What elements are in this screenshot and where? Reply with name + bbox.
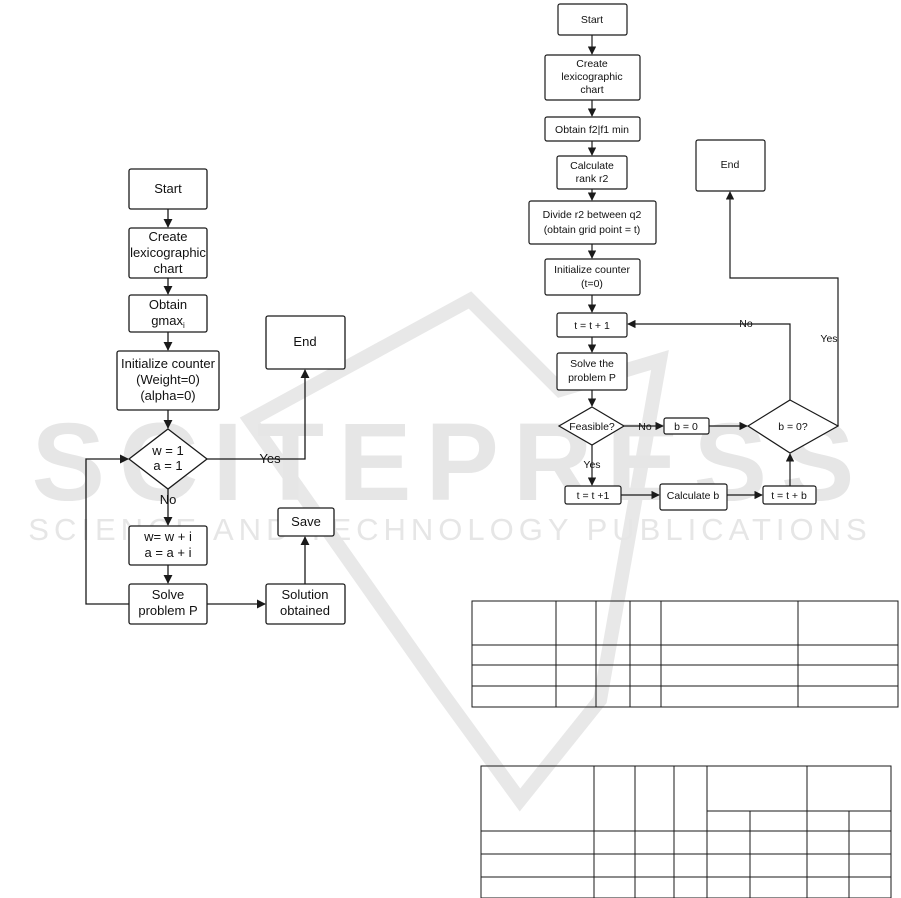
left-solution-label-1: Solution xyxy=(282,587,329,602)
right-no-label-1: No xyxy=(638,421,652,433)
right-yes-label-2: Yes xyxy=(820,333,837,345)
right-bzero-label: b = 0 xyxy=(674,421,698,433)
right-obtain-label: Obtain f2|f1 min xyxy=(555,124,629,136)
left-obtain-subscript: i xyxy=(183,321,185,330)
empty-table-1 xyxy=(471,600,899,708)
right-rank-label-1: Calculate xyxy=(570,160,614,172)
left-init-label-2: (Weight=0) xyxy=(136,372,200,387)
right-create-label-3: chart xyxy=(580,84,603,96)
right-create-label-1: Create xyxy=(576,58,608,70)
empty-table-2 xyxy=(480,765,892,898)
left-arrow-yes-end xyxy=(207,369,310,460)
left-arrow-loop-back xyxy=(85,454,129,605)
left-init-label-3: (alpha=0) xyxy=(140,388,195,403)
left-obtain-label-2: gmaxi xyxy=(151,313,185,330)
right-solve-label-2: problem P xyxy=(568,372,616,384)
right-divide-box xyxy=(528,200,657,245)
right-b-decision-diamond xyxy=(746,399,840,454)
right-init-label-1: Initialize counter xyxy=(554,264,630,276)
left-save-box xyxy=(277,507,335,537)
left-init-label-1: Initialize counter xyxy=(121,356,216,371)
right-divide-label-2: (obtain grid point = t) xyxy=(544,224,641,236)
right-rank-label-2: rank r2 xyxy=(576,173,609,185)
right-init-label-2: (t=0) xyxy=(581,278,603,290)
left-decision-label-2: a = 1 xyxy=(153,458,182,473)
right-solve-label-1: Solve the xyxy=(570,358,614,370)
left-solve-label-1: Solve xyxy=(152,587,185,602)
right-calcb-label: Calculate b xyxy=(667,490,720,502)
left-end-label: End xyxy=(293,334,316,349)
right-calc-b-box xyxy=(659,483,728,511)
right-feasible-label: Feasible? xyxy=(569,421,615,433)
right-bdecision-label: b = 0? xyxy=(778,421,808,433)
left-create-label-2: lexicographic xyxy=(130,245,206,260)
left-end-box xyxy=(265,315,346,370)
left-update-label-1: w= w + i xyxy=(143,529,192,544)
left-obtain-label-1: Obtain xyxy=(149,297,187,312)
right-arrow-bdecision-yes-end xyxy=(725,191,839,426)
left-no-label: No xyxy=(160,492,177,507)
left-decision-label-1: w = 1 xyxy=(151,443,183,458)
right-end-label: End xyxy=(721,159,740,171)
left-save-label: Save xyxy=(291,514,321,529)
right-start-label: Start xyxy=(581,14,603,26)
left-solve-label-2: problem P xyxy=(138,603,197,618)
right-yes-label-1: Yes xyxy=(583,459,600,471)
right-end-box xyxy=(695,139,766,192)
right-flowchart xyxy=(528,3,840,511)
right-arrow-bdecision-no-loop xyxy=(627,319,791,400)
right-create-label-2: lexicographic xyxy=(561,71,622,83)
left-start-label: Start xyxy=(154,181,182,196)
left-create-label-3: chart xyxy=(154,261,183,276)
left-flowchart-text: Start Create lexicographic chart Obtain … xyxy=(121,181,330,618)
right-divide-label-1: Divide r2 between q2 xyxy=(543,209,642,221)
left-yes-label: Yes xyxy=(259,451,281,466)
right-tplusb-label: t = t + b xyxy=(771,490,807,502)
left-obtain-gmax: gmax xyxy=(151,313,183,328)
right-tplusone-label: t = t +1 xyxy=(577,490,610,502)
left-update-label-2: a = a + i xyxy=(145,545,192,560)
right-no-label-2: No xyxy=(739,318,753,330)
left-create-label-1: Create xyxy=(148,229,187,244)
right-flowchart-text: Start Create lexicographic chart Obtain … xyxy=(543,14,838,502)
right-increment-label: t = t + 1 xyxy=(574,320,610,332)
left-flowchart xyxy=(85,168,346,625)
left-solution-label-2: obtained xyxy=(280,603,330,618)
